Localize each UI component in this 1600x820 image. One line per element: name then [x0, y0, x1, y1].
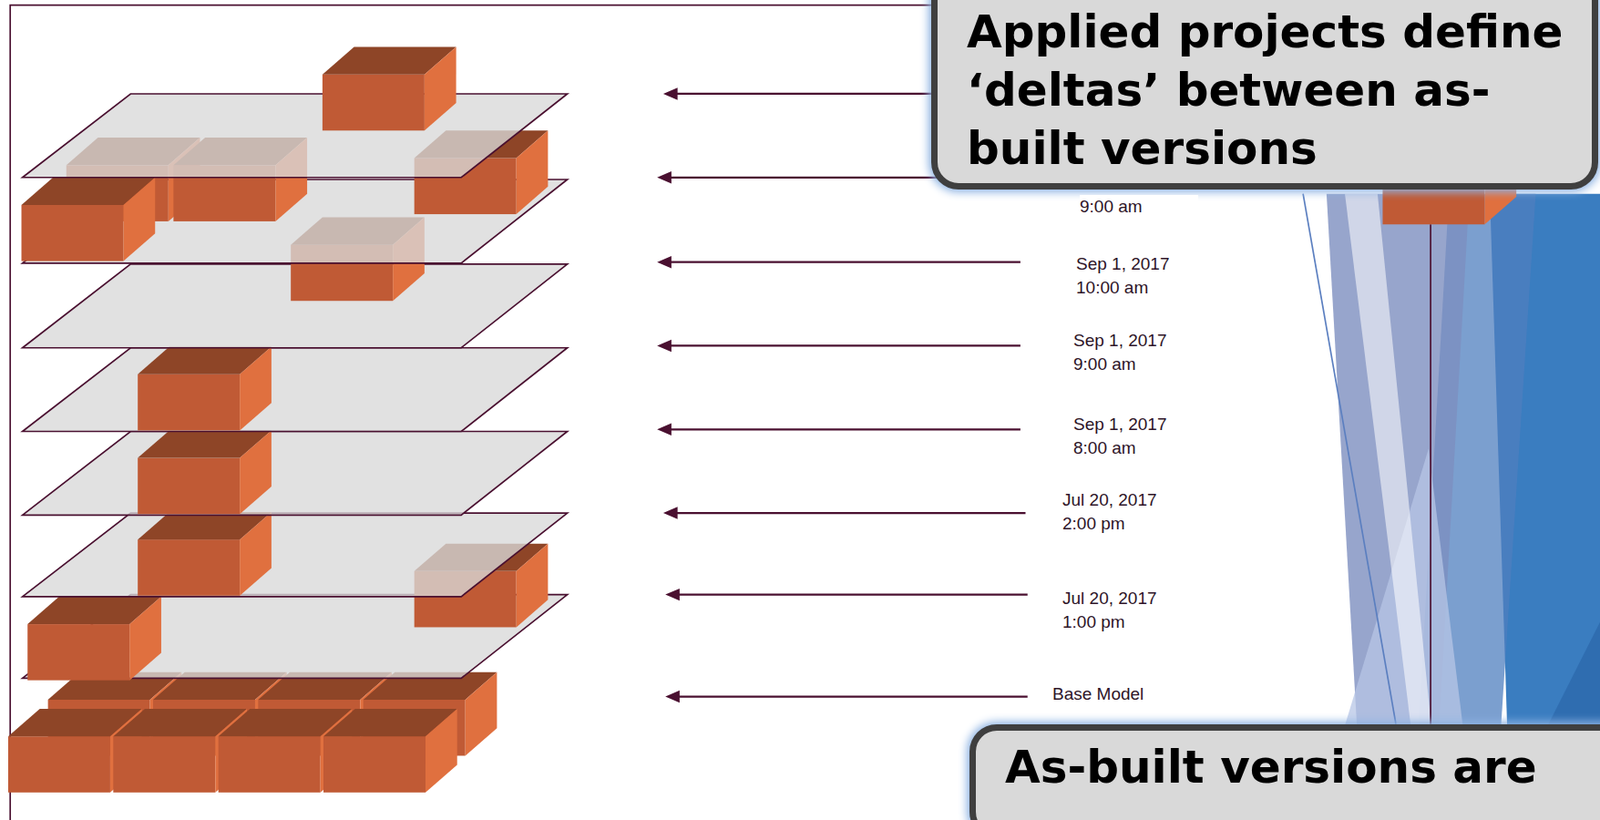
theme-decoration — [1302, 140, 1600, 820]
arrow-line — [677, 695, 1028, 698]
arrowhead — [665, 588, 680, 601]
version-timestamp: Jul 20, 2017 1:00 pm — [1062, 586, 1181, 635]
arrow-line — [669, 344, 1021, 347]
version-plane — [22, 348, 568, 432]
version-timestamp: 9:00 am — [1079, 194, 1199, 219]
hanging-line — [1429, 224, 1432, 725]
version-plane — [22, 512, 568, 597]
brick — [137, 430, 272, 514]
base-model — [8, 672, 497, 793]
version-timestamp: Base Model — [1052, 682, 1171, 707]
thin-line — [1302, 194, 1396, 725]
arrow-line — [669, 261, 1021, 264]
brick — [322, 46, 457, 131]
brick — [27, 596, 162, 681]
brick — [137, 512, 272, 596]
arrowhead — [656, 339, 672, 352]
brick — [21, 177, 156, 262]
callout-text: Applied projects define ‘deltas’ between… — [966, 2, 1585, 178]
version-plane — [22, 93, 568, 178]
callout-box: Applied projects define ‘deltas’ between… — [931, 0, 1599, 190]
arrowhead — [665, 690, 680, 703]
arrow-line — [669, 176, 940, 179]
arrowhead — [663, 506, 678, 519]
version-timestamp: Sep 1, 2017 8:00 am — [1073, 412, 1192, 461]
arrowhead — [663, 87, 678, 100]
callout-text: As-built versions are — [1005, 738, 1600, 797]
arrow-line — [669, 428, 1021, 431]
brick — [137, 347, 272, 431]
version-timestamp: Sep 1, 2017 10:00 am — [1076, 252, 1195, 300]
arrowhead — [656, 171, 672, 184]
brick — [323, 708, 458, 793]
version-timestamp: Jul 20, 2017 2:00 pm — [1062, 488, 1181, 536]
callout-box: As-built versions are — [969, 724, 1600, 820]
frame-line — [10, 5, 939, 820]
arrowhead — [656, 256, 672, 268]
arrow-line — [675, 92, 939, 95]
arrowhead — [656, 423, 672, 436]
version-timestamp: Sep 1, 2017 9:00 am — [1073, 328, 1192, 377]
arrow-line — [675, 512, 1026, 514]
version-plane — [22, 431, 568, 516]
arrow-line — [677, 593, 1028, 595]
